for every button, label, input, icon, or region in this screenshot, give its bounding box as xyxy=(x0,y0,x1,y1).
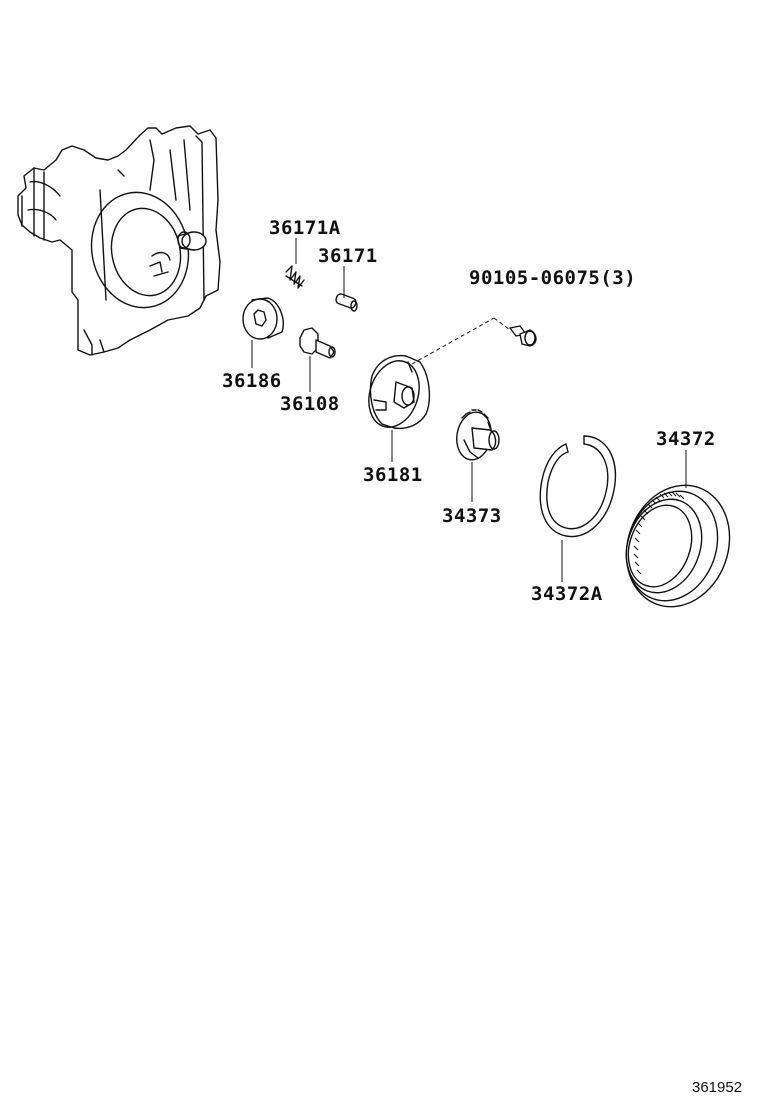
snap-ring-34372a-drawing xyxy=(539,435,616,538)
label-36171a: 36171A xyxy=(269,217,341,239)
label-34373: 34373 xyxy=(442,505,502,527)
housing-drawing xyxy=(17,125,221,356)
label-34372: 34372 xyxy=(656,428,716,450)
label-36108: 36108 xyxy=(280,393,340,415)
figure-id: 361952 xyxy=(692,1079,743,1096)
leader-lines xyxy=(251,238,687,582)
label-36171: 36171 xyxy=(318,245,378,267)
bolt-90105-drawing xyxy=(411,317,537,365)
label-36186: 36186 xyxy=(222,370,282,392)
cam-36181-drawing xyxy=(368,354,431,430)
label-34372a: 34372A xyxy=(531,583,603,605)
bushing-36186-drawing xyxy=(242,297,284,340)
shaft-36108-drawing xyxy=(299,327,336,359)
spring-36171a-drawing xyxy=(285,265,305,289)
label-36181: 36181 xyxy=(363,464,423,486)
pin-36171-drawing xyxy=(335,293,358,312)
ring-gear-34372-drawing xyxy=(625,484,731,608)
label-90105-06075: 90105-06075(3) xyxy=(469,267,637,289)
gear-34373-drawing xyxy=(456,409,500,461)
